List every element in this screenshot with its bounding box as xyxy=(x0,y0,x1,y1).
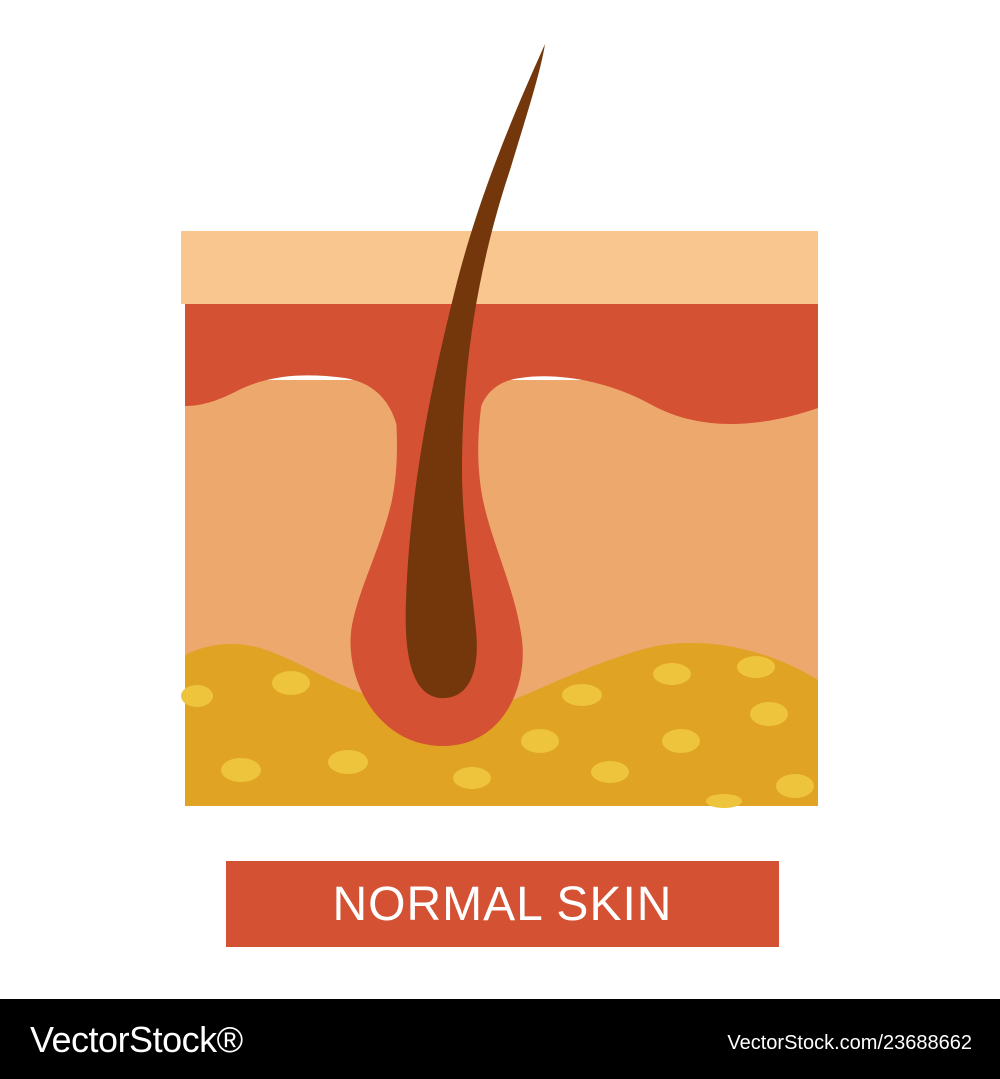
fat-cell xyxy=(221,758,261,782)
image-id: VectorStock.com/23688662 xyxy=(727,1032,972,1054)
fat-cell xyxy=(328,750,368,774)
fat-cells xyxy=(181,656,814,808)
fat-cell xyxy=(562,684,602,706)
fat-cell xyxy=(737,656,775,678)
fat-cell xyxy=(662,729,700,753)
epidermis-layer xyxy=(185,304,818,440)
fat-cell xyxy=(653,663,691,685)
skin-cross-section-illustration xyxy=(181,44,818,808)
fat-cell xyxy=(591,761,629,783)
skin-type-label-text: NORMAL SKIN xyxy=(332,877,673,931)
watermark-footer: VectorStock® VectorStock.com/23688662 xyxy=(0,999,1000,1079)
fat-cell xyxy=(750,702,788,726)
skin-type-label: NORMAL SKIN xyxy=(226,861,779,947)
hair-shaft xyxy=(405,44,545,699)
fat-cell xyxy=(521,729,559,753)
fat-cell xyxy=(706,794,742,808)
fat-cell xyxy=(453,767,491,789)
fat-cell xyxy=(776,774,814,798)
fat-cell xyxy=(272,671,310,695)
fat-cell xyxy=(181,685,213,707)
vectorstock-logo: VectorStock® xyxy=(30,1019,243,1060)
dermis-layer xyxy=(185,380,818,708)
stratum-corneum xyxy=(181,231,818,304)
